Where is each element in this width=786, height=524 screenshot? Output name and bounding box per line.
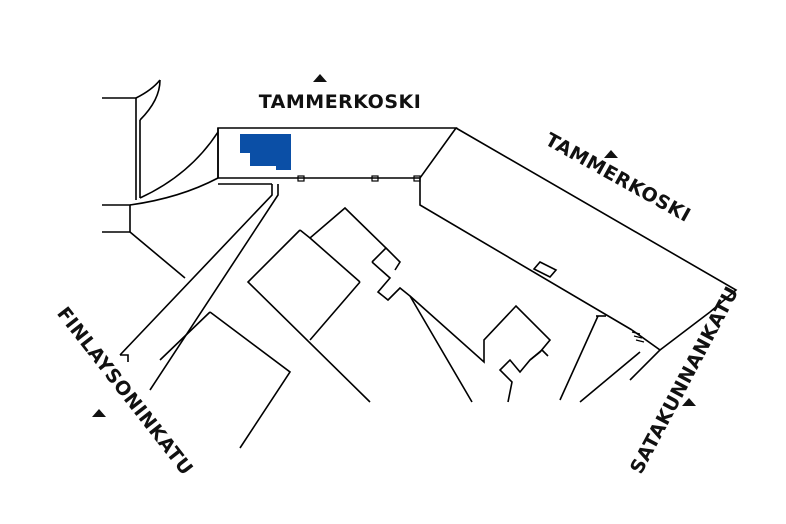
- label-satakunnankatu: SATAKUNNANKATU: [626, 283, 743, 478]
- label-right-tammerkoski: TAMMERKOSKI: [541, 129, 694, 227]
- right-riverside: [419, 127, 738, 381]
- streets: [119, 184, 641, 403]
- highlight-location: [240, 134, 291, 170]
- top-triangle-arrow-icon: [313, 74, 327, 82]
- right-top-triangle-arrow-icon: [604, 150, 618, 158]
- right-triangle-arrow-icon: [682, 398, 696, 406]
- left-walkway: [102, 79, 219, 279]
- left-triangle-arrow-icon: [92, 409, 106, 417]
- label-top-tammerkoski: TAMMERKOSKI: [259, 91, 422, 113]
- label-finlaysoninkatu: FINLAYSONINKATU: [52, 303, 197, 480]
- building-blocks: [159, 206, 552, 449]
